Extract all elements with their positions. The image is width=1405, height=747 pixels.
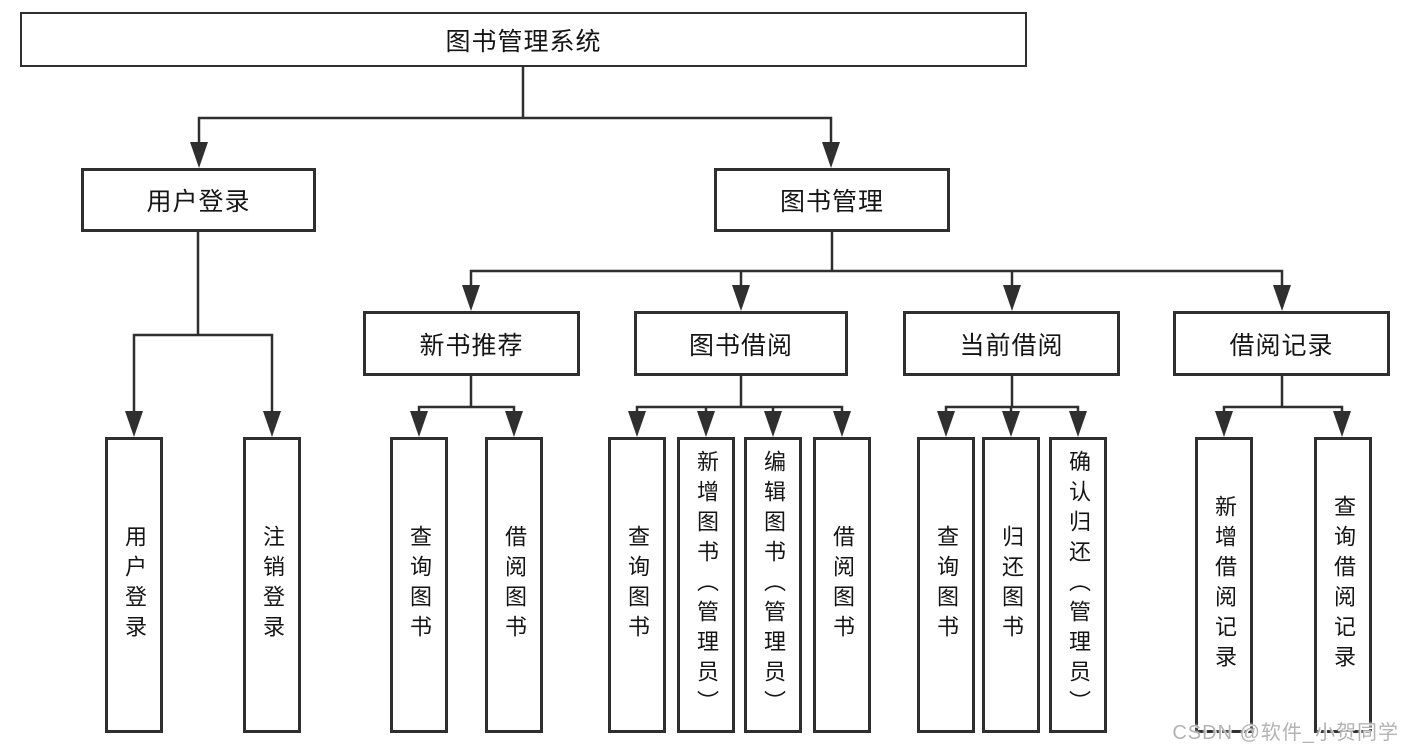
arrowhead: [1069, 411, 1087, 437]
leaf-edit-book-admin: 编辑图书（管理员）: [744, 437, 802, 733]
leaf-label: 借阅图书: [502, 525, 527, 645]
arrowhead: [1215, 411, 1233, 437]
branch-line: [197, 65, 833, 146]
node-label: 图书管理: [779, 188, 884, 216]
leaf-label: 查询图书: [625, 525, 650, 645]
leaf-add-borrow-record: 新增借阅记录: [1195, 437, 1253, 733]
node-label: 当前借阅: [959, 331, 1064, 360]
arrowhead: [1002, 411, 1020, 437]
leaf-label: 归还图书: [999, 525, 1024, 645]
branch-line: [1222, 374, 1344, 415]
node-label: 用户登录: [146, 188, 251, 216]
arrowhead: [1333, 411, 1351, 437]
csdn-watermark: CSDN @软件_小贺同学: [1172, 722, 1399, 744]
arrowhead: [410, 411, 428, 437]
leaf-label: 借阅图书: [830, 525, 855, 645]
arrowhead: [937, 411, 955, 437]
node-label: 借阅记录: [1229, 331, 1334, 360]
arrowhead: [462, 285, 480, 311]
arrowhead: [263, 411, 281, 437]
leaf-borrow-books: 借阅图书: [813, 437, 871, 733]
arrowhead: [764, 411, 782, 437]
branch-line: [417, 374, 516, 415]
branch-line: [944, 374, 1080, 415]
arrowhead: [732, 285, 750, 311]
arrowhead: [1273, 285, 1291, 311]
node-new-book-recommend: 新书推荐: [363, 311, 580, 376]
connector-borrow-records-children: [1215, 374, 1351, 437]
leaf-confirm-return-admin: 确认归还（管理员）: [1049, 437, 1107, 733]
leaf-label: 编辑图书（管理员）: [761, 450, 786, 720]
arrowhead: [628, 411, 646, 437]
branch-line: [635, 374, 844, 415]
leaf-query-borrow-record: 查询借阅记录: [1314, 437, 1372, 733]
connector-new-book-recommend-children: [410, 374, 523, 437]
leaf-user-login: 用户登录: [105, 437, 163, 733]
arrowhead: [125, 411, 143, 437]
connector-user-login-children: [125, 230, 281, 437]
node-current-borrow: 当前借阅: [903, 311, 1120, 376]
arrowhead: [1003, 285, 1021, 311]
leaf-label: 确认归还（管理员）: [1066, 450, 1091, 720]
node-borrow-records: 借阅记录: [1173, 311, 1390, 376]
arrowhead: [822, 142, 840, 168]
leaf-query-books-current: 查询图书: [917, 437, 975, 733]
leaf-borrow-books-recommend: 借阅图书: [485, 437, 543, 733]
connector-current-borrow-children: [937, 374, 1087, 437]
arrowhead: [190, 142, 208, 168]
connector-book-management-children: [462, 230, 1291, 311]
connector-root-to-level2: [190, 65, 840, 168]
node-label: 新书推荐: [419, 331, 524, 360]
leaf-label: 查询图书: [407, 525, 432, 645]
node-label: 图书借阅: [688, 331, 793, 360]
connector-book-borrow-children: [628, 374, 851, 437]
leaf-logout: 注销登录: [243, 437, 301, 733]
leaf-add-book-admin: 新增图书（管理员）: [677, 437, 735, 733]
leaf-query-books-recommend: 查询图书: [390, 437, 448, 733]
arrowhead: [697, 411, 715, 437]
arrowhead: [505, 411, 523, 437]
leaf-label: 注销登录: [260, 525, 285, 645]
node-label: 图书管理系统: [445, 27, 602, 56]
branch-line: [132, 230, 274, 415]
leaf-return-book: 归还图书: [982, 437, 1040, 733]
node-library-management-system: 图书管理系统: [20, 12, 1027, 67]
leaf-label: 查询借阅记录: [1331, 495, 1356, 675]
node-book-management: 图书管理: [714, 168, 950, 232]
arrowhead: [833, 411, 851, 437]
branch-line: [469, 230, 1284, 289]
leaf-label: 用户登录: [122, 525, 147, 645]
leaf-label: 查询图书: [934, 525, 959, 645]
node-user-login: 用户登录: [81, 168, 316, 232]
leaf-query-books-borrow: 查询图书: [608, 437, 666, 733]
node-book-borrow: 图书借阅: [634, 311, 848, 376]
leaf-label: 新增图书（管理员）: [694, 450, 719, 720]
leaf-label: 新增借阅记录: [1212, 495, 1237, 675]
